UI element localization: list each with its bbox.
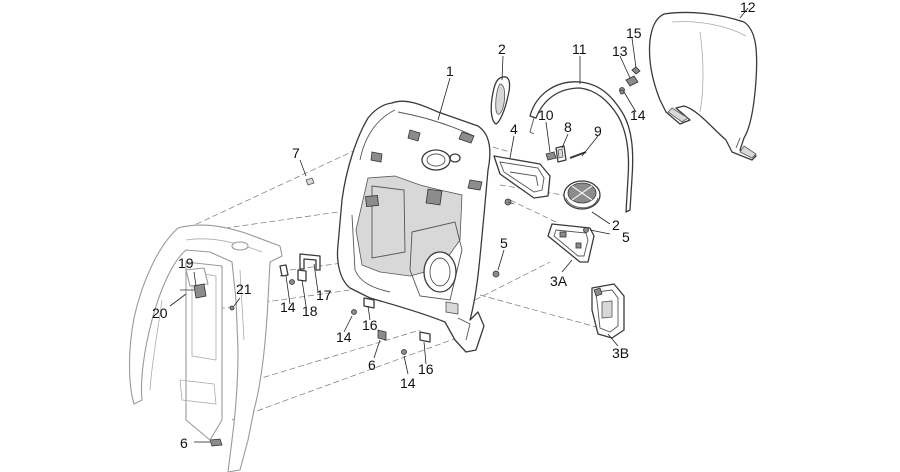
callout-7: 7 bbox=[292, 145, 300, 161]
callout-5-right: 5 bbox=[622, 229, 630, 245]
callout-6-bottom: 6 bbox=[180, 435, 188, 451]
callout-21: 21 bbox=[236, 281, 252, 297]
callout-14-bottom: 14 bbox=[400, 375, 416, 391]
part-12-upper-panel bbox=[648, 11, 758, 161]
parts-8-9-10-hardware bbox=[545, 145, 587, 163]
callout-2-lower: 2 bbox=[612, 217, 620, 233]
callout-2-top: 2 bbox=[498, 41, 506, 57]
callout-6-mid: 6 bbox=[368, 357, 376, 373]
part-2-pad bbox=[490, 76, 511, 125]
part-1-inner-shield bbox=[336, 100, 491, 353]
callout-5-centre: 5 bbox=[500, 235, 508, 251]
callout-3a: 3A bbox=[550, 273, 568, 289]
part-2-round-cap bbox=[563, 180, 601, 210]
callout-8: 8 bbox=[564, 119, 572, 135]
callout-14-mid: 14 bbox=[336, 329, 352, 345]
callout-13: 13 bbox=[612, 43, 628, 59]
fasteners bbox=[209, 89, 625, 447]
callout-15: 15 bbox=[626, 25, 642, 41]
callout-14-left: 14 bbox=[280, 299, 296, 315]
rear-frame-faded bbox=[128, 224, 283, 472]
callout-14-top: 14 bbox=[630, 107, 646, 123]
callout-labels: 1 2 11 12 15 13 14 4 10 8 9 2 5 7 5 3A 3… bbox=[152, 0, 756, 451]
part-3b-cover bbox=[591, 283, 625, 339]
callout-11: 11 bbox=[572, 41, 587, 57]
leader-lines bbox=[169, 7, 749, 443]
callout-12: 12 bbox=[740, 0, 756, 15]
callout-17: 17 bbox=[316, 287, 332, 303]
callout-1: 1 bbox=[446, 63, 454, 79]
part-4-lid bbox=[493, 155, 551, 199]
part-3a-cover bbox=[547, 223, 595, 263]
callout-4: 4 bbox=[510, 121, 518, 137]
callout-20: 20 bbox=[152, 305, 168, 321]
callout-16-bottom: 16 bbox=[418, 361, 434, 377]
callout-9: 9 bbox=[594, 123, 602, 139]
callout-3b: 3B bbox=[612, 345, 629, 361]
callout-16-mid: 16 bbox=[362, 317, 378, 333]
callout-18: 18 bbox=[302, 303, 318, 319]
callout-19: 19 bbox=[178, 255, 194, 271]
callout-10: 10 bbox=[538, 107, 554, 123]
parts-13-15-clips bbox=[619, 66, 641, 93]
